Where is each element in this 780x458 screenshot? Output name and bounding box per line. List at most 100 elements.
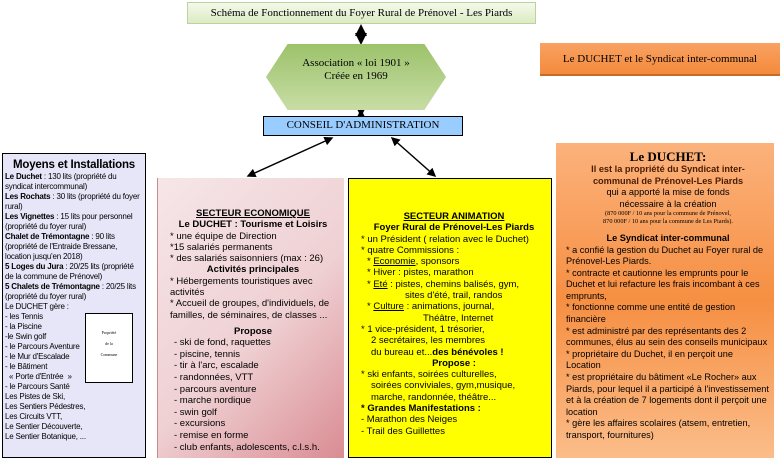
association-line1: Association « loi 1901 » (302, 57, 410, 69)
diagram-title: Schéma de Fonctionnement du Foyer Rural … (187, 2, 536, 24)
gere-item: - le Mur d'Escalade (5, 352, 70, 361)
anim-title: SECTEUR ANIMATION (403, 211, 505, 222)
economie-text: , sponsors (415, 256, 460, 268)
commission-economie: * Economie, sponsors (367, 256, 460, 268)
installation-other: Le Sentier Découverte, (5, 422, 83, 431)
installation-name: Le Duchet (5, 172, 42, 181)
duchet-description-box: Le DUCHET: Il est la propriété du Syndic… (556, 143, 774, 458)
ete-label: Eté (373, 278, 388, 290)
propose-line: * ski enfants, soirées culturelles, (361, 369, 497, 381)
duchet-funding: (870 000F / 10 ans pour la commune de Pr… (605, 210, 731, 217)
syndicat-title: Le Syndicat inter-communal (606, 233, 730, 243)
syndicat-item: * est propriétaire du bâtiment «Le Roche… (566, 372, 769, 417)
gere-item: - les Tennis (5, 312, 43, 321)
syndicat-item: * a confié la gestion du Duchet au Foyer… (566, 244, 764, 267)
duchet-intro2: qui a apporté la mise de fonds nécessair… (606, 187, 730, 209)
association-line2: Créée en 1969 (324, 70, 388, 82)
installation-item: 5 Loges du Jura : 20/25 lits (propriété … (5, 262, 143, 282)
gere-item: -le Swin golf (5, 332, 46, 341)
anim-commissions: * quatre Commissions : (361, 244, 460, 256)
economie-label: Economie (373, 256, 416, 268)
eco-activite: * Hébergements touristiques avec activit… (170, 275, 313, 299)
manifestation-item: - Trail des Guillettes (361, 425, 445, 437)
gere-item: - la Piscine (5, 322, 42, 331)
manifestation-item: - Marathon des Neiges (361, 414, 458, 426)
installation-other: Les Pistes de Ski, (5, 392, 65, 401)
culture-text2: Théâtre, Internet (423, 312, 494, 324)
installation-other: Les Circuits VTT, (5, 412, 63, 421)
installation-detail: : 30 lits (propriété du foyer rural) (5, 192, 140, 211)
syndicat-item: * gère les affaires scolaires (atsem, en… (566, 418, 751, 440)
gere-item: - le Parcours Aventure (5, 342, 80, 351)
secteur-animation-box: SECTEUR ANIMATION Foyer Rural de Prénove… (348, 178, 552, 458)
installation-name: Chalet de Trémontagne (5, 232, 90, 241)
installation-detail: : 20/25 lits (propriété de la commune de… (5, 262, 134, 281)
eco-activite: * Accueil de groupes, d'individuels, de … (170, 298, 330, 321)
installation-item: Le Duchet : 130 lits (propriété du syndi… (5, 172, 143, 192)
installation-item: Les Rochats : 30 lits (propriété du foye… (5, 192, 143, 212)
arrow-conseil-economique (246, 136, 334, 178)
bureau-line: 2 secrétaires, les membres (371, 335, 486, 347)
installation-item: 5 Chalets de Trémontagne : 20/25 lits (p… (5, 282, 143, 302)
moyens-title: Moyens et Installations (13, 159, 135, 171)
commission-culture: * Culture : animations, journal, (367, 301, 495, 313)
installation-detail: : 130 lits (propriété du syndicat interc… (5, 172, 117, 191)
bureau-line: * 1 vice-président, 1 trésorier, (361, 323, 485, 335)
propriete-commune-box: Propriété de la Commune (85, 313, 133, 383)
eco-propose-item: - marche nordique (174, 395, 252, 407)
eco-propose-item: - excursions (174, 418, 226, 430)
bureau-line: du bureau et...des bénévoles ! (361, 347, 547, 358)
commune-line: Commune (100, 352, 118, 357)
installation-detail: : 15 lits pour personnel (propriété du f… (5, 212, 133, 231)
installation-item: Les Vignettes : 15 lits pour personnel (… (5, 212, 143, 232)
anim-president: * un Président ( relation avec le Duchet… (361, 233, 529, 245)
eco-propose-item: - swin golf (174, 406, 217, 418)
benevoles: des bénévoles ! (432, 346, 504, 358)
gere-item: - le Bâtiment (5, 362, 48, 371)
eco-propose-item: - club enfants, adolescents, c.l.s.h. (174, 441, 320, 453)
installation-item: Chalet de Trémontagne : 90 lits (proprié… (5, 232, 143, 262)
eco-propose-item: - randonnées, VTT (174, 372, 254, 384)
commission-hiver: * Hiver : pistes, marathon (367, 267, 474, 279)
installation-other: Les Sentiers Pédestres, (5, 402, 86, 411)
gere-item: « Porte d'Entrée » (5, 372, 72, 381)
duchet-intro1: Il est la propriété du Syndicat inter-co… (591, 164, 745, 186)
duchet-syndicat-header: Le DUCHET et le Syndicat inter-communal (540, 43, 780, 76)
eco-propose-item: - piscine, tennis (174, 348, 241, 360)
syndicat-item: * propriétaire du Duchet, il en perçoit … (566, 348, 734, 371)
eco-subtitle: Le DUCHET : Tourisme et Loisirs (178, 219, 328, 231)
syndicat-item: * contracte et cautionne les emprunts po… (566, 267, 760, 301)
commune-line: de la (105, 341, 113, 346)
eco-propose-title: Propose (233, 325, 272, 337)
anim-propose-title: Propose : (432, 357, 476, 369)
grandes-manifestations-title: * Grandes Manifestations : (361, 403, 481, 415)
eco-propose-item: - tir à l'arc, escalade (174, 360, 259, 372)
association-hexagon: Association « loi 1901 » Créée en 1969 (266, 44, 446, 110)
eco-propose-item: - remise en forme (174, 430, 249, 442)
eco-item: * une équipe de Direction (170, 230, 277, 242)
eco-title: SECTEUR ECONOMIQUE (195, 208, 310, 219)
culture-text: : animations, journal, (403, 301, 495, 313)
eco-propose-item: - parcours aventure (174, 383, 257, 395)
installation-detail: : 20/25 lits (propriété du foyer rural) (5, 282, 136, 301)
duchet-funding: 870 000F / 10 ans pour la commune de Les… (603, 218, 733, 225)
eco-propose-item: - ski de fond, raquettes (174, 337, 271, 349)
propose-line: marche, randonnée, théâtre... (371, 391, 497, 403)
gere-title: Le DUCHET gère : (5, 302, 69, 311)
installation-detail: : 90 lits (propriété de l'Entraide Bress… (5, 232, 118, 261)
culture-label: Culture (373, 301, 404, 313)
duchet-title: Le DUCHET: (629, 149, 707, 164)
arrow-conseil-animation (390, 137, 437, 177)
ete-text: : pistes, chemins balisés, gym, (387, 278, 520, 290)
gere-item: - le Parcours Santé (5, 382, 70, 391)
commune-line: Propriété (101, 330, 117, 335)
ete-text2: sites d'été, trail, randos (405, 290, 503, 302)
syndicat-item: * fonctionne comme une entité de gestion… (566, 302, 736, 325)
installation-other: Le Sentier Botanique, ... (5, 432, 86, 441)
eco-activites-title: Activités principales (206, 264, 300, 276)
anim-subtitle: Foyer Rural de Prénovel-Les Piards (373, 222, 535, 234)
bureau3: du bureau et... (371, 346, 433, 358)
installation-name: Les Vignettes (5, 212, 55, 221)
commission-ete: * Eté : pistes, chemins balisés, gym, (367, 278, 520, 290)
syndicat-item: * est administré par des représentants d… (566, 325, 768, 348)
